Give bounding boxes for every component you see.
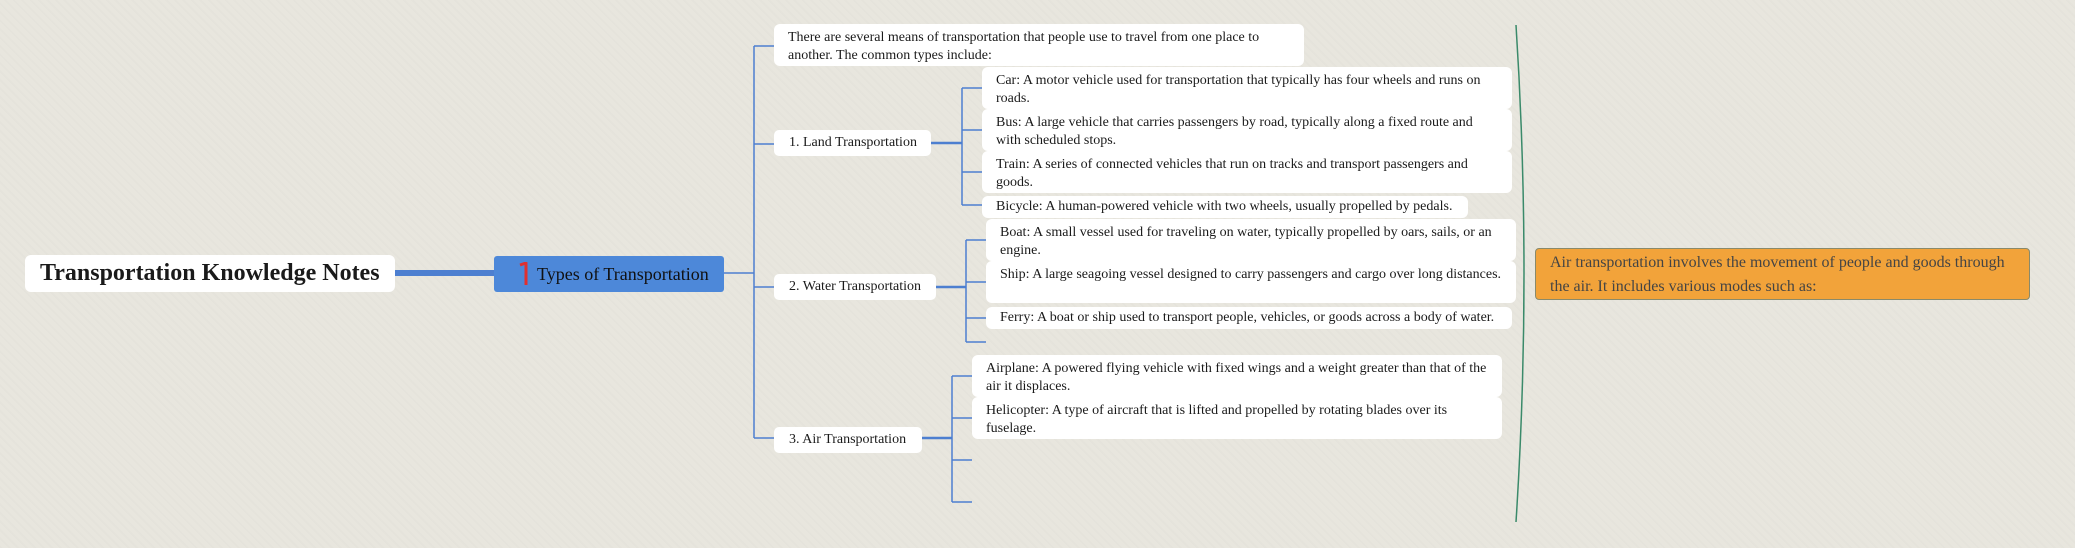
land-item-bus[interactable]: Bus: A large vehicle that carries passen… [982,109,1512,151]
water-item-ferry[interactable]: Ferry: A boat or ship used to transport … [986,307,1512,329]
land-item-train[interactable]: Train: A series of connected vehicles th… [982,151,1512,193]
air-item-airplane[interactable]: Airplane: A powered flying vehicle with … [972,355,1502,397]
branch-land-transportation[interactable]: 1. Land Transportation [774,130,931,156]
air-item-helicopter[interactable]: Helicopter: A type of aircraft that is l… [972,397,1502,439]
summary-node[interactable]: Air transportation involves the movement… [1535,248,2030,300]
water-item-ship[interactable]: Ship: A large seagoing vessel designed t… [986,261,1516,303]
main-topic-types[interactable]: Types of Transportation [494,256,724,292]
central-topic[interactable]: Transportation Knowledge Notes [25,255,395,292]
land-item-bicycle[interactable]: Bicycle: A human-powered vehicle with tw… [982,196,1468,218]
land-item-car[interactable]: Car: A motor vehicle used for transporta… [982,67,1512,109]
land-leaf-connectors [962,87,982,206]
air-leaf-connectors [952,375,972,503]
flag-marker-icon [519,262,528,285]
intro-node[interactable]: There are several means of transportatio… [774,24,1304,66]
water-leaf-connectors [966,239,986,343]
water-item-boat[interactable]: Boat: A small vessel used for traveling … [986,219,1516,261]
summary-bracket [1515,24,1525,523]
branch-water-transportation[interactable]: 2. Water Transportation [774,274,936,300]
branch-air-transportation[interactable]: 3. Air Transportation [774,427,922,453]
